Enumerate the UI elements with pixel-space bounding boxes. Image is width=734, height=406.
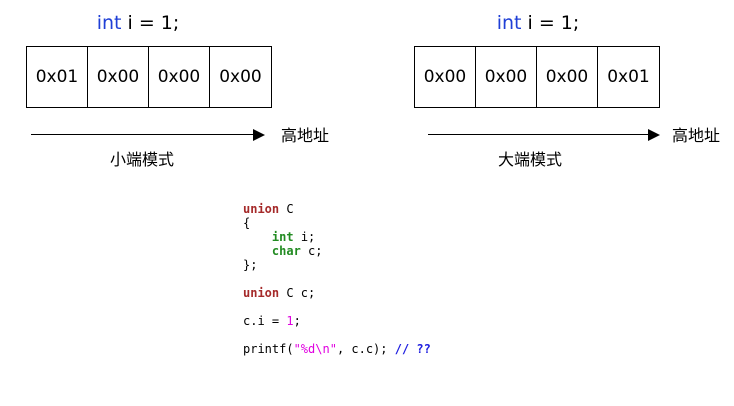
big-endian-address-arrow-line <box>428 134 650 135</box>
int-keyword: int <box>96 12 122 34</box>
code-line: c.i = 1; <box>243 314 431 328</box>
code-line: { <box>243 216 251 230</box>
code-text: c.i = <box>243 314 287 328</box>
code-blank-line <box>243 300 431 314</box>
code-line: }; <box>243 258 258 272</box>
big-endian-panel: int i = 1; 0x00 0x00 0x00 0x01 <box>400 0 660 180</box>
int-keyword: int <box>496 12 522 34</box>
little-endian-address-arrow-line <box>31 134 255 135</box>
code-line: printf("%d\n", c.c); // ?? <box>243 342 431 356</box>
little-endian-arrow-head-icon <box>253 129 265 141</box>
code-text: printf( <box>243 342 294 356</box>
union-keyword: union <box>243 202 280 216</box>
code-text: i; <box>293 230 316 244</box>
big-endian-mode-label: 大端模式 <box>498 150 563 169</box>
big-endian-byte-row: 0x00 0x00 0x00 0x01 <box>414 46 660 108</box>
code-line: union C c; <box>243 286 431 300</box>
byte-cell: 0x01 <box>27 47 88 107</box>
little-endian-byte-row: 0x01 0x00 0x00 0x00 <box>26 46 272 108</box>
big-endian-arrow-head-icon <box>648 129 660 141</box>
big-endian-declaration: int i = 1; <box>428 10 648 36</box>
byte-cell: 0x00 <box>149 47 210 107</box>
declaration-text: i = 1; <box>521 12 580 34</box>
union-keyword: union <box>243 286 280 300</box>
int-type-keyword: int <box>271 230 294 244</box>
code-line: union C <box>243 202 431 216</box>
number-literal: 1 <box>286 314 294 328</box>
code-text: , c.c); <box>336 342 395 356</box>
byte-cell: 0x00 <box>415 47 476 107</box>
code-text: ; <box>293 314 301 328</box>
byte-cell: 0x00 <box>219 67 262 87</box>
byte-cell: 0x01 <box>607 67 650 87</box>
code-snippet: union C { int i; char c; }; union C c; c… <box>243 202 431 356</box>
big-endian-high-address-label: 高地址 <box>672 126 721 145</box>
little-endian-declaration: int i = 1; <box>28 10 248 36</box>
byte-cell: 0x00 <box>88 47 149 107</box>
string-literal: "%d\n" <box>293 342 337 356</box>
little-endian-high-address-label: 高地址 <box>281 126 330 145</box>
code-comment: // ?? <box>394 342 431 356</box>
declaration-text: i = 1; <box>121 12 180 34</box>
code-line: int i; <box>243 230 431 244</box>
code-line: char c; <box>243 244 431 258</box>
char-type-keyword: char <box>271 244 301 258</box>
byte-cell: 0x00 <box>537 47 598 107</box>
code-blank-line <box>243 272 431 286</box>
code-text: c; <box>300 244 323 258</box>
code-blank-line <box>243 328 431 342</box>
little-endian-mode-label: 小端模式 <box>110 150 175 169</box>
little-endian-panel: int i = 1; 0x01 0x00 0x00 0x00 <box>14 0 274 180</box>
byte-cell: 0x00 <box>476 47 537 107</box>
code-text: C c; <box>279 286 316 300</box>
code-text: C <box>279 202 294 216</box>
